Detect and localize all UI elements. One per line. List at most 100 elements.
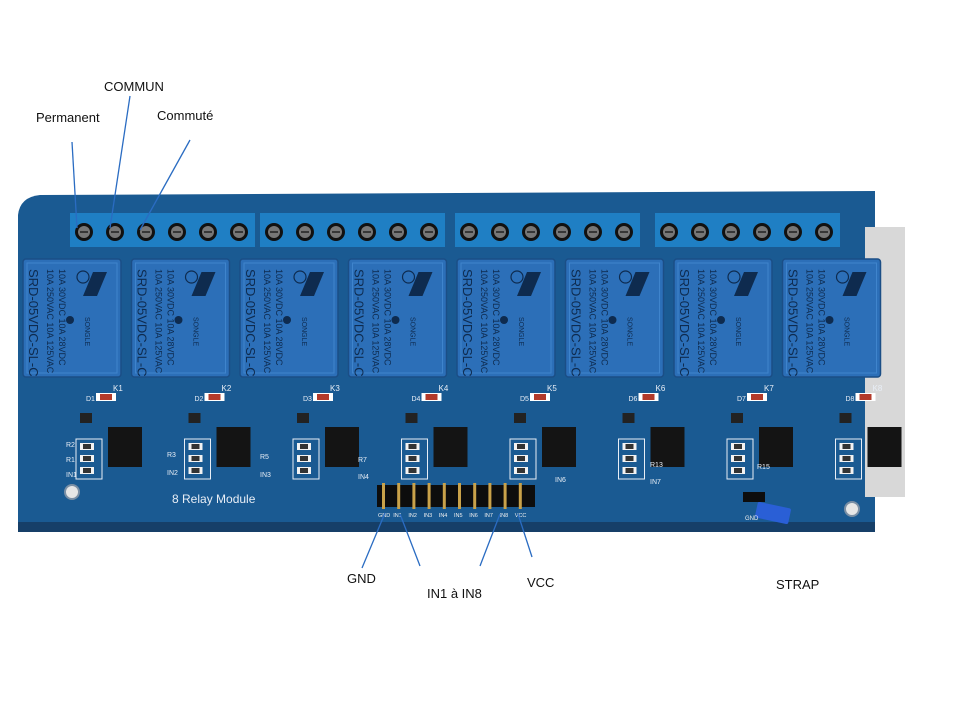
relay-edge <box>243 262 335 374</box>
diode-id: D6 <box>629 396 638 403</box>
silkscreen-label: IN4 <box>358 474 369 481</box>
songle-logo-icon <box>300 272 324 296</box>
optocoupler-icon <box>650 427 685 467</box>
header-pin[interactable] <box>503 483 507 509</box>
relay-id: K3 <box>330 384 340 393</box>
header-pin-label: VCC <box>515 513 527 519</box>
led-frame <box>292 438 320 480</box>
relay-rating-2: 10A 30VDC 10A 28VDC <box>817 269 827 366</box>
relay-edge <box>460 262 552 374</box>
gnd-label: GND <box>347 571 376 586</box>
resistor-icon <box>191 468 200 473</box>
resistor-icon <box>191 444 200 449</box>
vcc-label: VCC <box>527 575 555 590</box>
optocoupler-icon <box>216 427 251 467</box>
header-pin[interactable] <box>458 483 461 509</box>
jd-vcc-header <box>743 492 765 502</box>
silkscreen-label: R2 <box>66 442 75 449</box>
header-pin[interactable] <box>518 483 522 509</box>
relay-edge <box>677 262 769 374</box>
header-pin[interactable] <box>427 483 431 509</box>
transistor-icon <box>80 413 92 423</box>
cqc-mark-icon <box>293 270 307 284</box>
resistor-icon <box>408 456 417 461</box>
jd-vcc-pin-label: GND <box>745 516 759 522</box>
relay-rating-2: 10A 30VDC 10A 28VDC <box>708 269 718 366</box>
header-pin-label: IN5 <box>454 513 463 519</box>
relay-rating-2: 10A 30VDC 10A 28VDC <box>491 269 501 366</box>
songle-logo-icon <box>734 272 758 296</box>
cqc-mark-icon <box>184 270 199 284</box>
relay-brand: SONGLE <box>626 317 633 347</box>
optocoupler-icon <box>867 427 902 467</box>
relay-model: SRD-05VDC-SL-C <box>460 269 475 377</box>
diode-icon <box>642 394 655 400</box>
led-frame <box>509 438 537 480</box>
transistor-icon <box>731 413 743 423</box>
songle-logo-icon <box>191 272 216 296</box>
silkscreen-label: IN6 <box>555 477 566 484</box>
relay-rating-2: 10A 30VDC 10A 28VDC <box>274 269 284 366</box>
relay-rating-2: 10A 30VDC 10A 28VDC <box>57 269 67 366</box>
relay-rating-1: 10A 250VAC 10A 125VAC <box>262 269 272 374</box>
silkscreen-label: R13 <box>650 462 663 469</box>
led-frame <box>835 438 862 480</box>
relay-rating-1: 10A 250VAC 10A 125VAC <box>696 269 706 374</box>
diode-icon <box>859 394 872 400</box>
relay-id: K8 <box>873 384 883 393</box>
commun-label: COMMUN <box>104 79 164 94</box>
header-pin[interactable] <box>442 483 446 509</box>
strap-label: STRAP <box>776 577 820 592</box>
cqc-mark-icon <box>618 270 633 284</box>
resistor-icon <box>300 444 308 449</box>
relay-brand: SONGLE <box>300 317 307 347</box>
screw-terminals <box>70 213 840 247</box>
relay-id: K1 <box>113 384 123 393</box>
relay-model: SRD-05VDC-SL-C <box>786 269 801 377</box>
silkscreen-label: R7 <box>358 457 367 464</box>
header-pin[interactable] <box>412 483 416 509</box>
resistor-icon <box>625 468 634 473</box>
relay-brand: SONGLE <box>83 317 90 347</box>
header-pin-label: IN2 <box>408 513 417 519</box>
resistor-icon <box>83 444 91 449</box>
header-pin-label: IN8 <box>500 513 509 519</box>
resistor-icon <box>734 468 742 473</box>
relay-rating-1: 10A 250VAC 10A 125VAC <box>588 269 598 374</box>
relay-edge <box>135 262 226 374</box>
in1-in8-label: IN1 à IN8 <box>427 586 482 601</box>
songle-logo-icon <box>83 272 107 296</box>
cqc-mark-icon <box>727 270 741 284</box>
header-pin[interactable] <box>488 483 492 509</box>
silkscreen-label: R1 <box>66 457 75 464</box>
transistor-icon <box>188 413 201 423</box>
resistor-icon <box>300 468 308 473</box>
led-frame <box>401 438 428 480</box>
relay-rating-1: 10A 250VAC 10A 125VAC <box>805 269 815 374</box>
resistor-icon <box>517 444 525 449</box>
header-pin[interactable] <box>397 483 401 509</box>
diode-icon <box>534 394 546 400</box>
relay-rating-1: 10A 250VAC 10A 125VAC <box>479 269 489 374</box>
diode-id: D3 <box>303 396 312 403</box>
header-pin[interactable] <box>382 483 385 509</box>
resistor-icon <box>625 444 634 449</box>
relay-rating-1: 10A 250VAC 10A 125VAC <box>45 269 55 374</box>
header-pin[interactable] <box>473 483 477 509</box>
led-frame <box>75 438 103 480</box>
relay-brand: SONGLE <box>734 317 741 347</box>
diode-id: D7 <box>737 396 746 403</box>
relay-rating-1: 10A 250VAC 10A 125VAC <box>371 269 381 374</box>
strap-jumper[interactable] <box>755 502 792 525</box>
transistor-icon <box>839 413 852 423</box>
led-frame <box>618 438 645 480</box>
transistor-icon <box>514 413 526 423</box>
songle-logo-icon <box>842 272 867 296</box>
